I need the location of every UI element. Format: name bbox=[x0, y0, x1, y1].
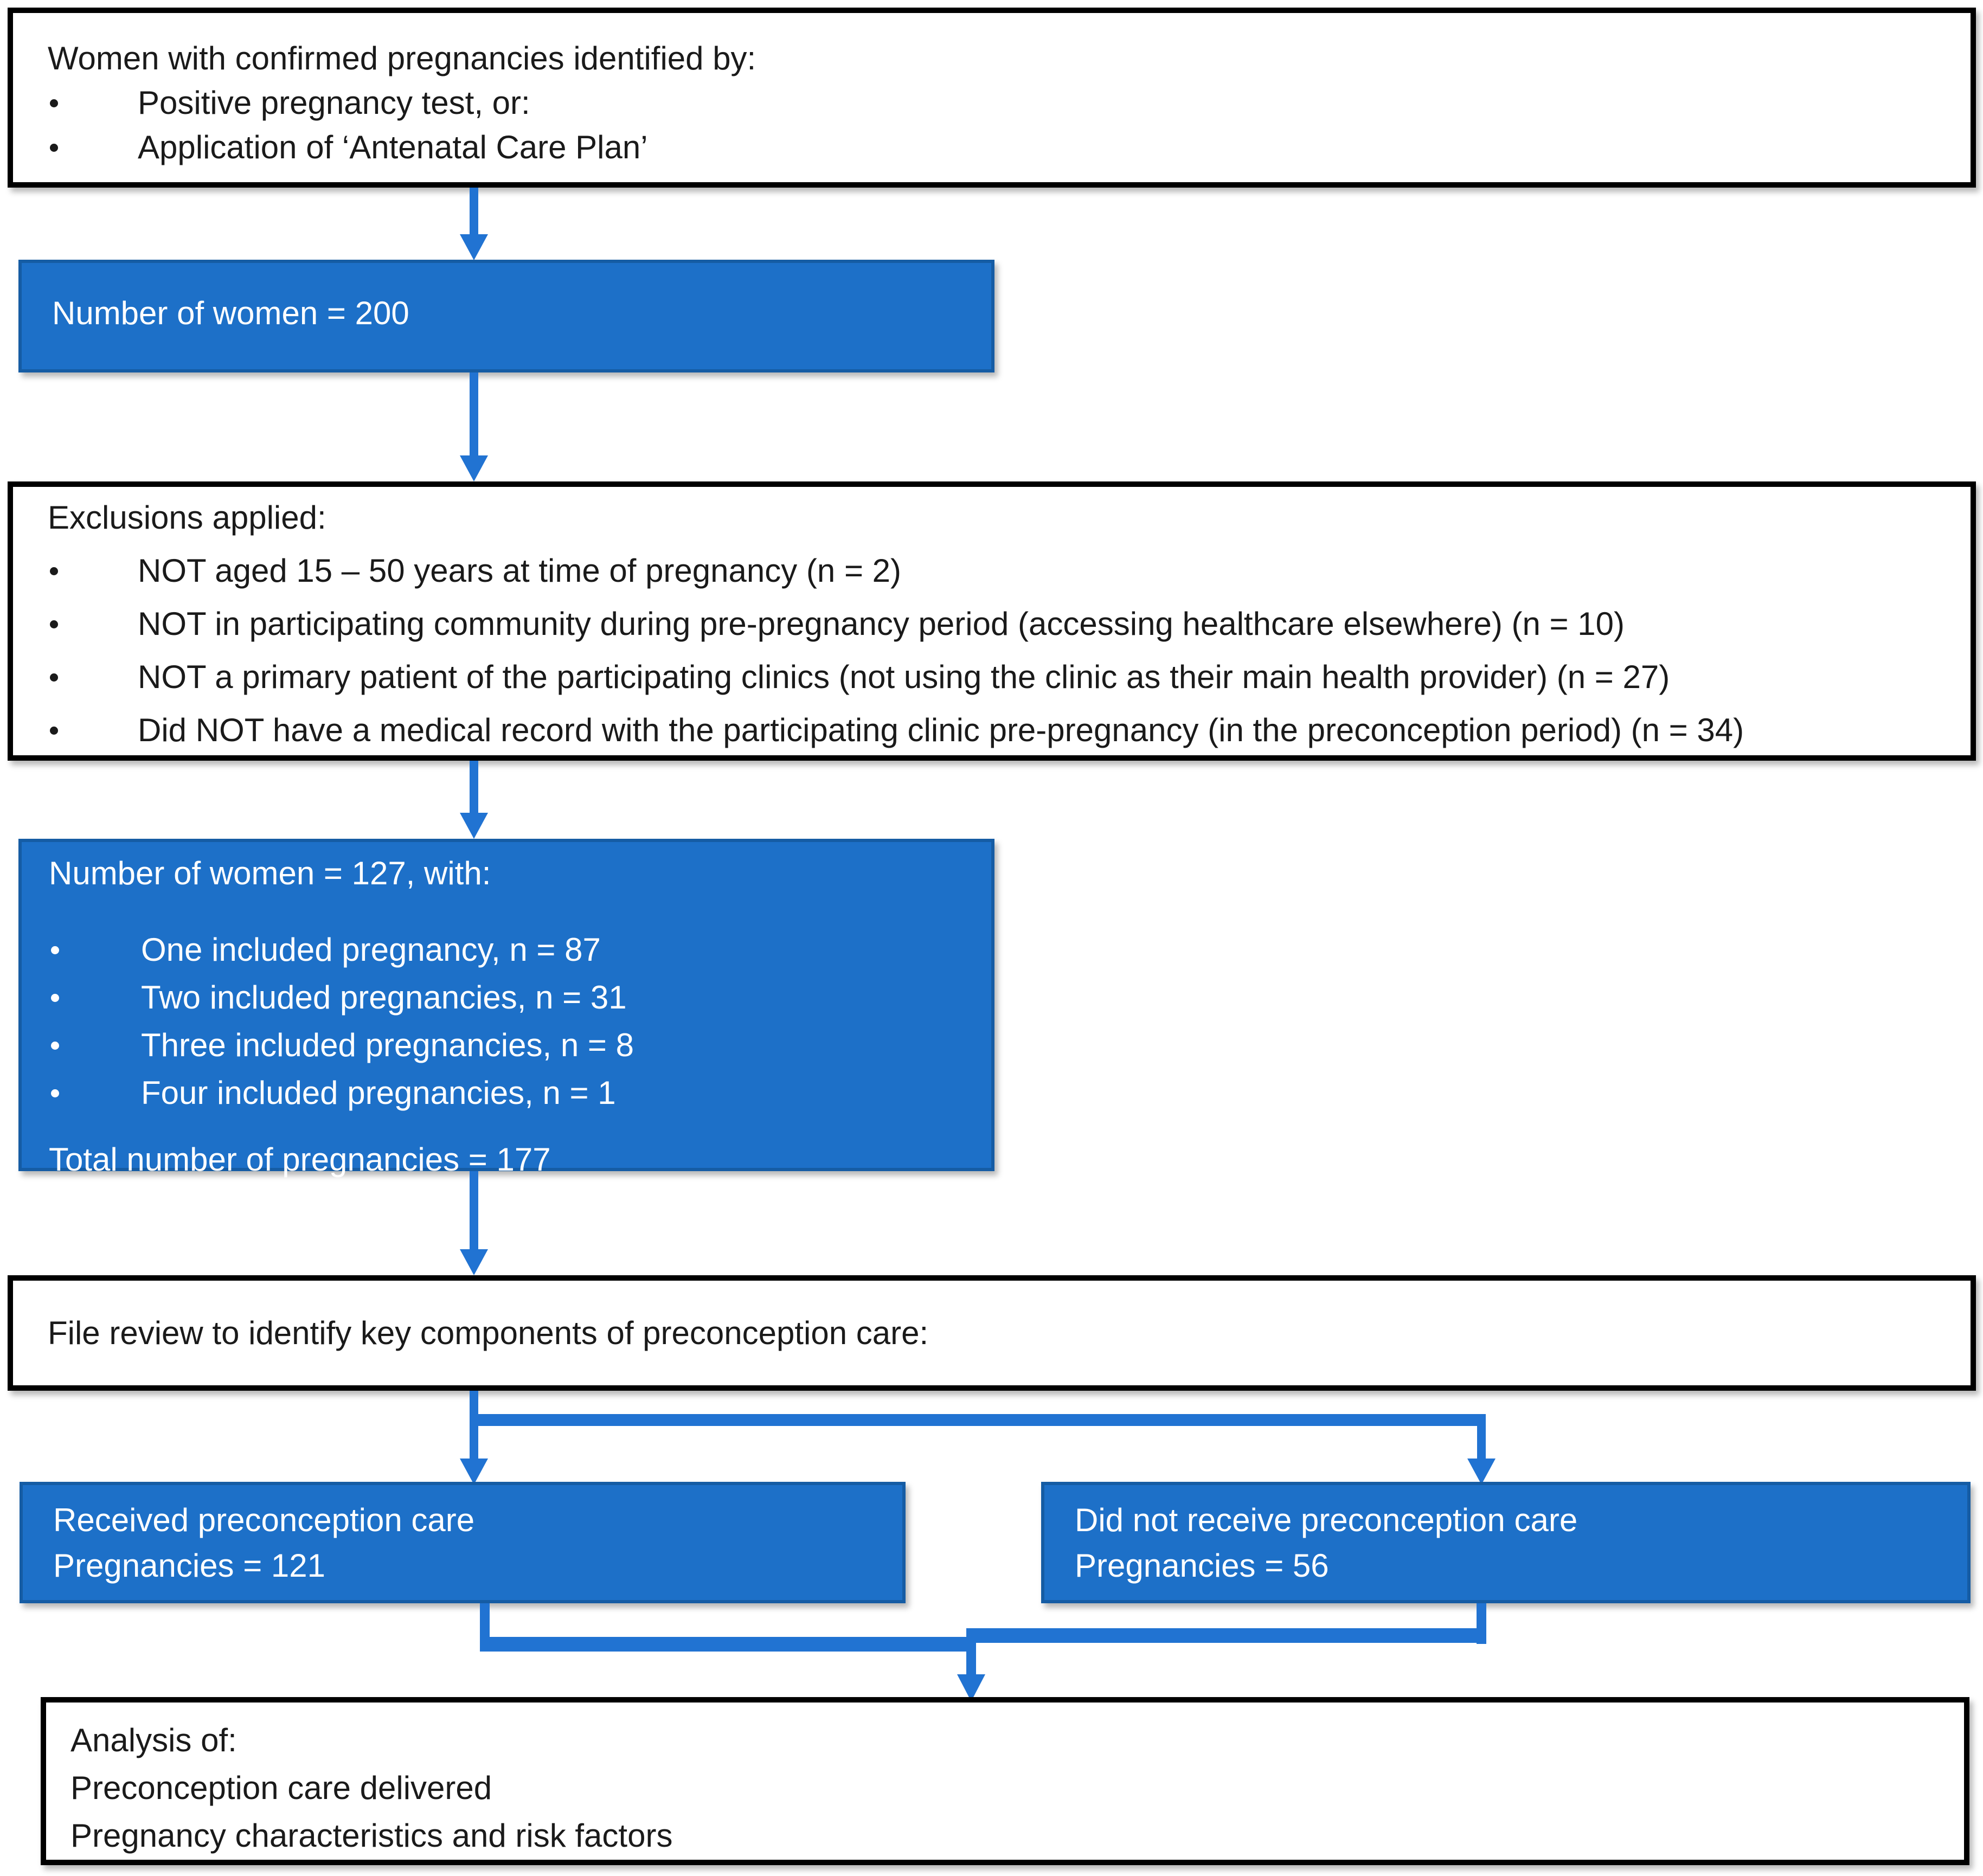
bullet-icon bbox=[48, 81, 138, 125]
list-item: NOT a primary patient of the participati… bbox=[48, 651, 1949, 704]
bullet-text: Three included pregnancies, n = 8 bbox=[141, 1027, 634, 1063]
bullet-text: Four included pregnancies, n = 1 bbox=[141, 1075, 616, 1111]
flow-line bbox=[470, 761, 478, 813]
box-received-care-line2: Pregnancies = 121 bbox=[53, 1547, 326, 1584]
flow-line bbox=[966, 1643, 976, 1674]
bullet-text: Application of ‘Antenatal Care Plan’ bbox=[138, 129, 648, 165]
bullet-icon bbox=[49, 1021, 141, 1069]
arrow-down-icon bbox=[460, 813, 488, 839]
box-women-127: Number of women = 127, with: One include… bbox=[18, 839, 994, 1178]
flow-line bbox=[470, 188, 478, 234]
flow-line bbox=[470, 372, 478, 455]
bullet-icon bbox=[49, 974, 141, 1021]
bullet-text: NOT a primary patient of the participati… bbox=[138, 659, 1670, 695]
box-analysis-line3: Pregnancy characteristics and risk facto… bbox=[70, 1817, 673, 1854]
arrow-down-icon bbox=[1467, 1459, 1496, 1485]
box-analysis: Analysis of: Preconception care delivere… bbox=[41, 1697, 1969, 1865]
box-identified-title: Women with confirmed pregnancies identif… bbox=[48, 40, 756, 76]
box-exclusions: Exclusions applied: NOT aged 15 – 50 yea… bbox=[8, 481, 1976, 761]
box-exclusions-title: Exclusions applied: bbox=[48, 499, 326, 536]
box-analysis-line1: Analysis of: bbox=[70, 1722, 237, 1758]
bullet-text: Two included pregnancies, n = 31 bbox=[141, 979, 627, 1016]
arrow-down-icon bbox=[460, 1249, 488, 1275]
bullet-icon bbox=[48, 598, 138, 651]
box-identified: Women with confirmed pregnancies identif… bbox=[8, 8, 1976, 188]
bullet-icon bbox=[48, 651, 138, 704]
flow-line bbox=[1477, 1426, 1486, 1459]
flow-connector bbox=[966, 1628, 1486, 1643]
list-item: NOT in participating community during pr… bbox=[48, 598, 1949, 651]
box-received-care-line1: Received preconception care bbox=[53, 1502, 475, 1538]
box-women-200: Number of women = 200 bbox=[18, 260, 994, 372]
list-item: Positive pregnancy test, or: bbox=[48, 81, 1949, 125]
box-not-received-care-line2: Pregnancies = 56 bbox=[1075, 1547, 1329, 1584]
box-not-received-care-line1: Did not receive preconception care bbox=[1075, 1502, 1578, 1538]
flow-connector bbox=[480, 1637, 976, 1652]
bullet-icon bbox=[48, 544, 138, 598]
flow-line bbox=[470, 1171, 478, 1249]
bullet-text: NOT aged 15 – 50 years at time of pregna… bbox=[138, 552, 902, 589]
list-item: Two included pregnancies, n = 31 bbox=[49, 974, 975, 1021]
list-item: Four included pregnancies, n = 1 bbox=[49, 1069, 975, 1117]
box-analysis-line2: Preconception care delivered bbox=[70, 1770, 492, 1806]
bullet-icon bbox=[48, 704, 138, 757]
bullet-icon bbox=[49, 1069, 141, 1117]
arrow-down-icon bbox=[957, 1674, 985, 1701]
list-item: NOT aged 15 – 50 years at time of pregna… bbox=[48, 544, 1949, 598]
pregnancy-count-list: One included pregnancy, n = 87 Two inclu… bbox=[49, 926, 975, 1117]
list-item: Three included pregnancies, n = 8 bbox=[49, 1021, 975, 1069]
bullet-text: One included pregnancy, n = 87 bbox=[141, 931, 601, 968]
box-file-review: File review to identify key components o… bbox=[8, 1275, 1976, 1391]
arrow-down-icon bbox=[460, 455, 488, 481]
arrow-down-icon bbox=[460, 1459, 488, 1485]
list-item: Application of ‘Antenatal Care Plan’ bbox=[48, 125, 1949, 170]
box-women-127-title: Number of women = 127, with: bbox=[49, 855, 491, 891]
arrow-down-icon bbox=[460, 234, 488, 260]
box-women-200-text: Number of women = 200 bbox=[52, 294, 409, 331]
bullet-text: NOT in participating community during pr… bbox=[138, 606, 1625, 642]
box-not-received-care: Did not receive preconception care Pregn… bbox=[1041, 1482, 1971, 1603]
bullet-text: Positive pregnancy test, or: bbox=[138, 85, 530, 121]
bullet-text: Did NOT have a medical record with the p… bbox=[138, 712, 1744, 748]
bullet-icon bbox=[49, 926, 141, 974]
flow-connector bbox=[470, 1414, 1486, 1426]
list-item: One included pregnancy, n = 87 bbox=[49, 926, 975, 974]
list-item: Did NOT have a medical record with the p… bbox=[48, 704, 1949, 757]
bullet-icon bbox=[48, 125, 138, 170]
box-women-127-total: Total number of pregnancies = 177 bbox=[49, 1141, 551, 1178]
box-received-care: Received preconception care Pregnancies … bbox=[20, 1482, 906, 1603]
box-file-review-text: File review to identify key components o… bbox=[48, 1315, 929, 1351]
